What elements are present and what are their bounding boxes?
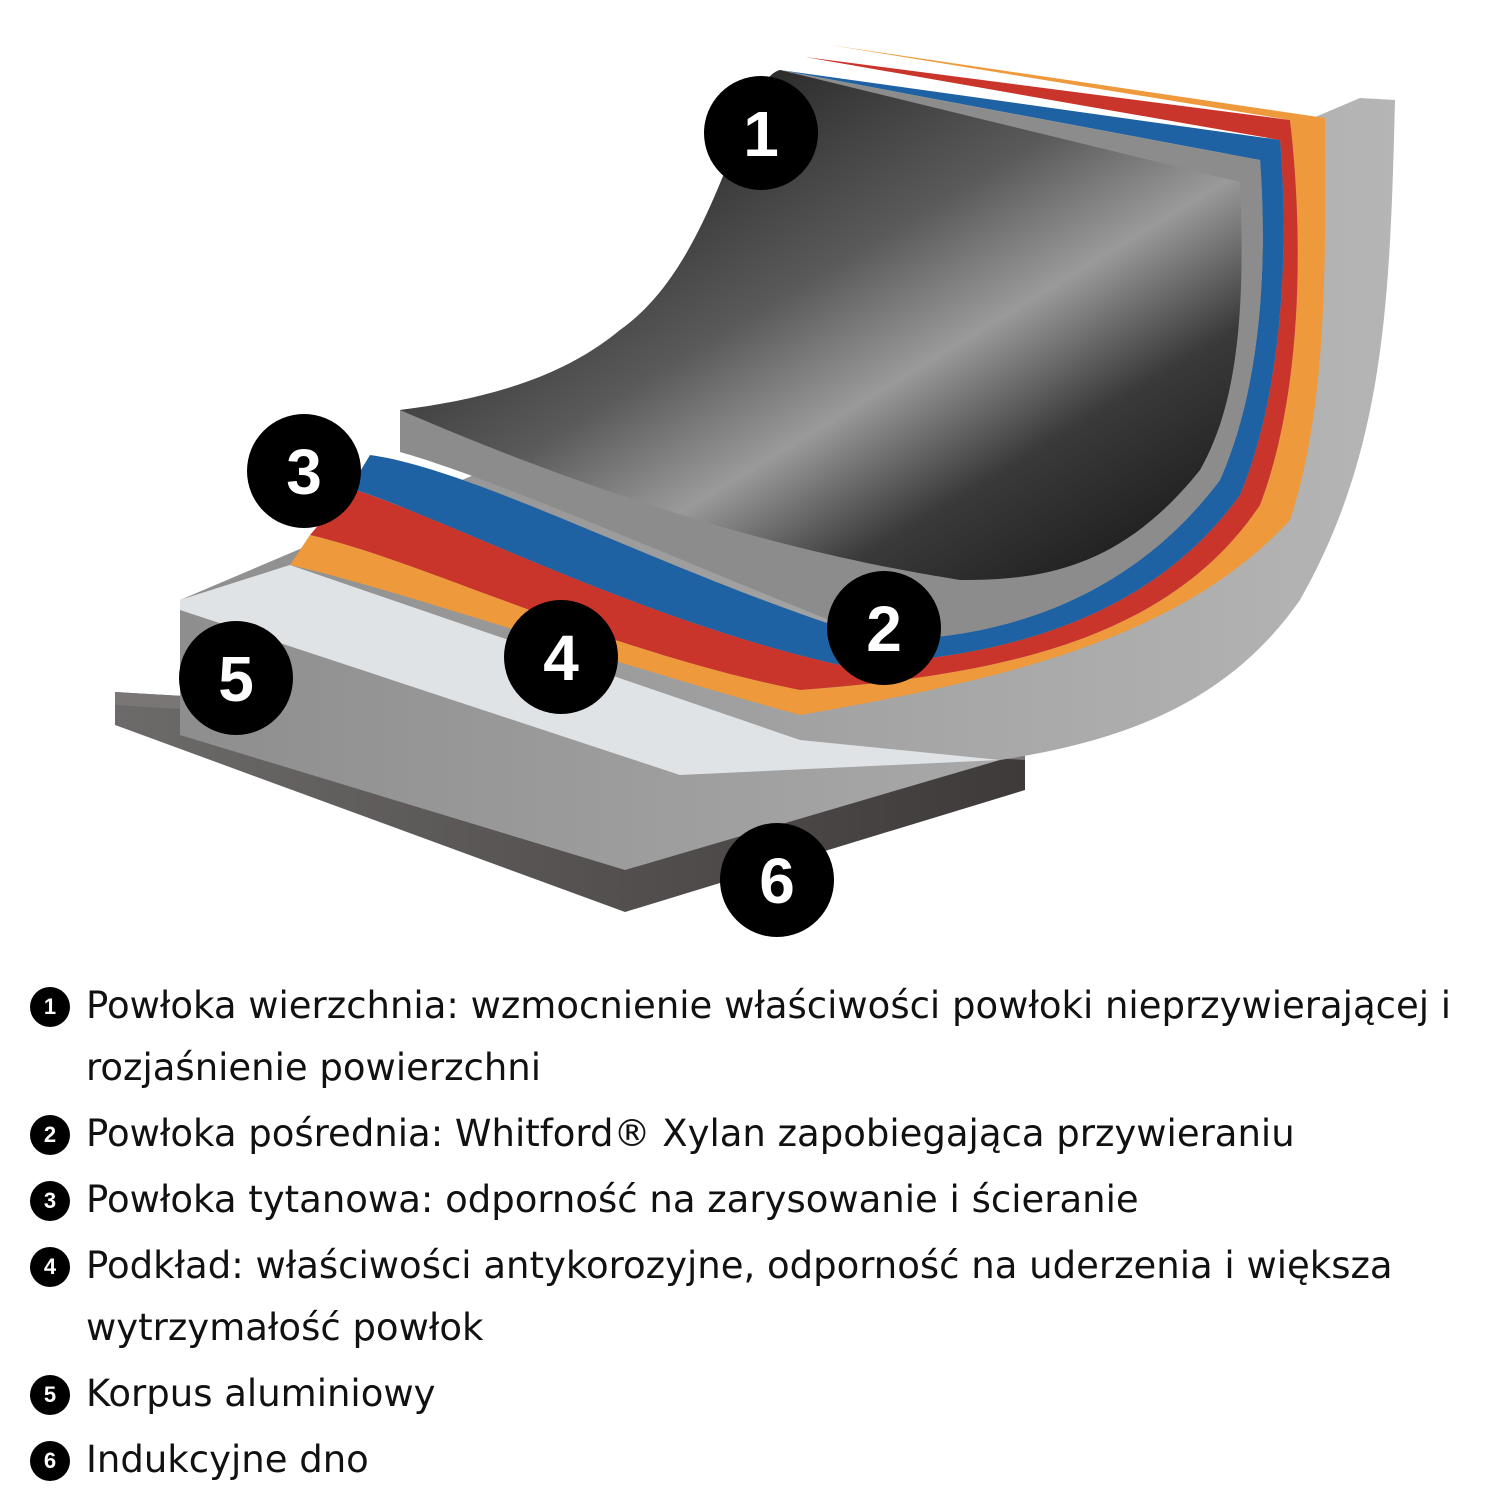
legend-badge-1: 1 — [30, 987, 70, 1027]
legend-item-4: 4 Podkład: właściwości antykorozyjne, od… — [30, 1235, 1480, 1359]
callout-4-number: 4 — [543, 622, 579, 694]
legend-text-2: Powłoka pośrednia: Whitford® Xylan zapob… — [86, 1103, 1295, 1165]
callout-4: 4 — [504, 600, 618, 714]
callout-2-number: 2 — [866, 593, 902, 665]
legend-text-4: Podkład: właściwości antykorozyjne, odpo… — [86, 1235, 1480, 1359]
callout-2: 2 — [827, 571, 941, 685]
legend-badge-3: 3 — [30, 1181, 70, 1221]
callout-1: 1 — [704, 76, 818, 190]
legend-item-2: 2 Powłoka pośrednia: Whitford® Xylan zap… — [30, 1103, 1480, 1165]
legend-badge-4: 4 — [30, 1247, 70, 1287]
callout-3-number: 3 — [286, 436, 322, 508]
legend-text-3: Powłoka tytanowa: odporność na zarysowan… — [86, 1169, 1139, 1231]
legend-item-6: 6 Indukcyjne dno — [30, 1429, 1480, 1491]
callout-6-number: 6 — [759, 845, 795, 917]
callout-5-number: 5 — [218, 643, 254, 715]
legend-item-3: 3 Powłoka tytanowa: odporność na zarysow… — [30, 1169, 1480, 1231]
legend-item-5: 5 Korpus aluminiowy — [30, 1363, 1480, 1425]
legend-text-5: Korpus aluminiowy — [86, 1363, 436, 1425]
callout-6: 6 — [720, 823, 834, 937]
legend-item-1: 1 Powłoka wierzchnia: wzmocnienie właści… — [30, 975, 1480, 1099]
callout-1-number: 1 — [743, 98, 779, 170]
callout-3: 3 — [247, 414, 361, 528]
legend-badge-2: 2 — [30, 1115, 70, 1155]
legend-badge-5: 5 — [30, 1375, 70, 1415]
cookware-layers-diagram: 1 2 3 4 5 6 — [0, 0, 1500, 960]
callout-5: 5 — [179, 621, 293, 735]
layer-legend: 1 Powłoka wierzchnia: wzmocnienie właści… — [30, 975, 1480, 1495]
legend-text-1: Powłoka wierzchnia: wzmocnienie właściwo… — [86, 975, 1480, 1099]
legend-badge-6: 6 — [30, 1441, 70, 1481]
legend-text-6: Indukcyjne dno — [86, 1429, 369, 1491]
